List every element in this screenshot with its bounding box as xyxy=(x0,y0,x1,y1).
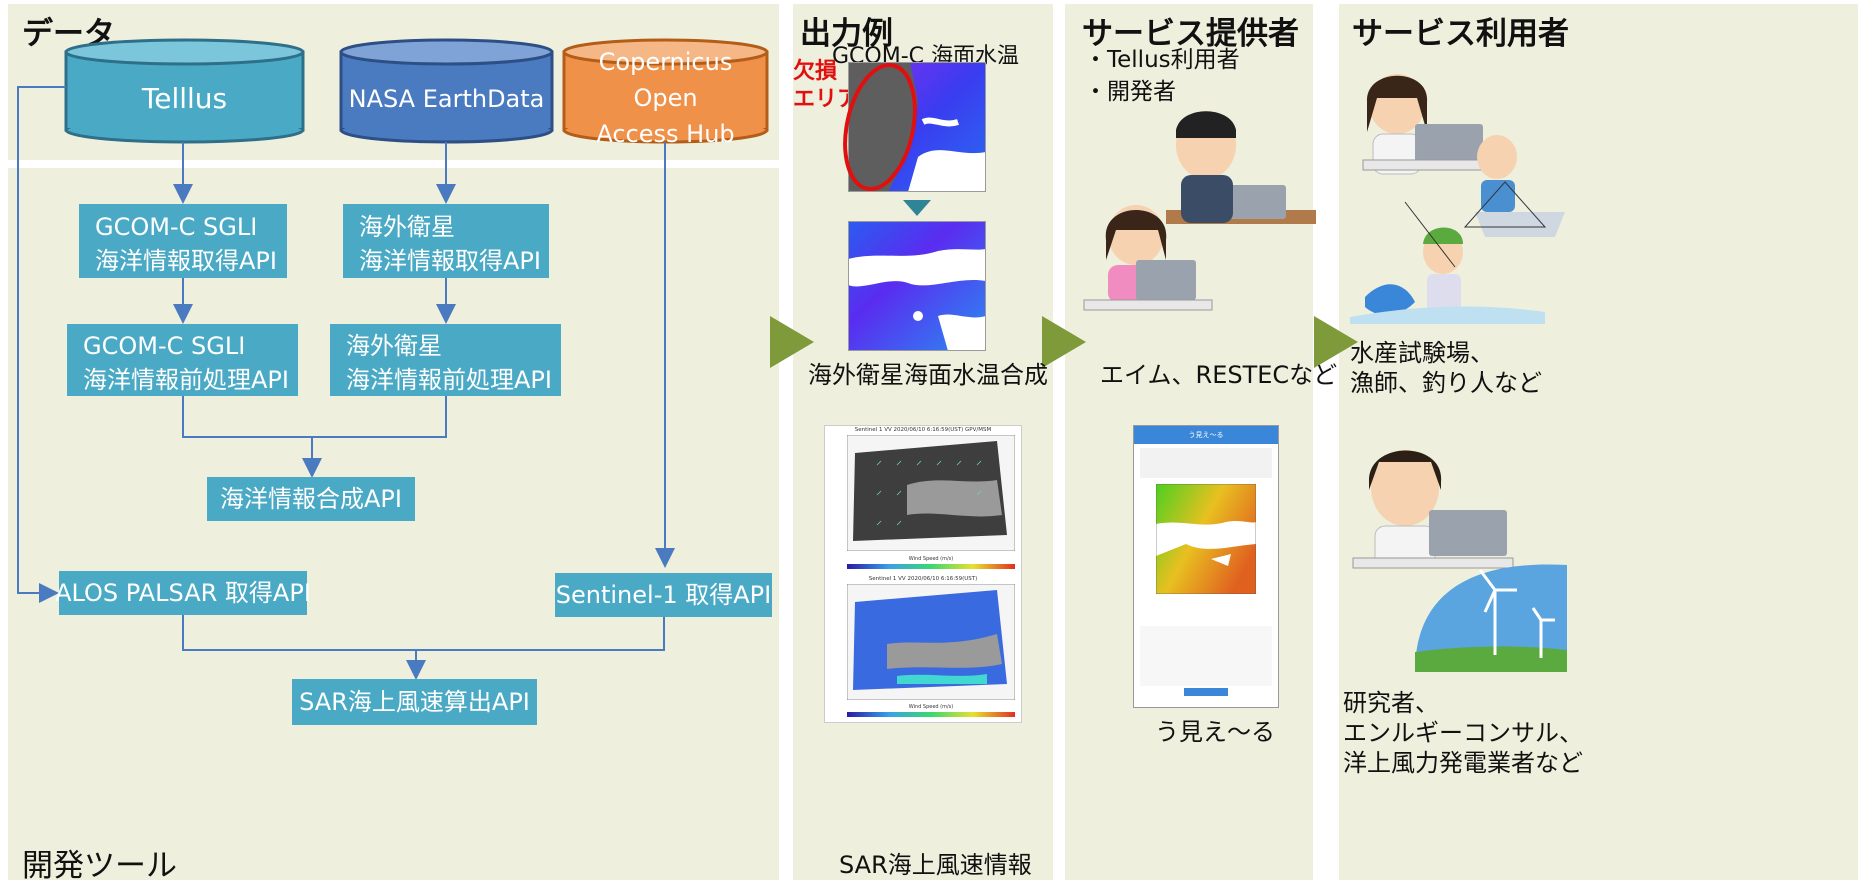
users-illustration-1 xyxy=(1350,74,1565,324)
provider-list: ・Tellus利用者 ・開発者 xyxy=(1084,44,1240,108)
synthesized-sst-map xyxy=(848,221,986,351)
foreign-pre-api-line2: 海洋情報前処理API xyxy=(346,366,552,394)
sar-wind-plots: Sentinel 1 VV 2020/06/10 6:16:59(UST) GP… xyxy=(824,425,1022,723)
users-group1-line2: 漁師、釣り人など xyxy=(1350,369,1542,397)
sar-plot1 xyxy=(847,435,1015,551)
tellus-database-icon xyxy=(64,38,305,144)
gcom-get-api-line2: 海洋情報取得API xyxy=(95,247,277,275)
gcom-pre-api-line2: 海洋情報前処理API xyxy=(83,366,289,394)
providers-illustration xyxy=(1083,111,1316,311)
colorbar-2 xyxy=(847,712,1015,717)
umieru-app-screenshot: う見え〜る xyxy=(1133,425,1279,708)
sentinel-1-api[interactable]: Sentinel-1 取得API xyxy=(555,573,772,617)
users-group2-caption: 研究者、 エンルギーコンサル、 洋上風力発電業者など xyxy=(1343,688,1583,778)
users-group2-line2: エンルギーコンサル、 xyxy=(1343,719,1583,747)
users-group2-line1: 研究者、 xyxy=(1343,689,1439,717)
foreign-pre-api[interactable]: 海外衛星 海洋情報前処理API xyxy=(330,324,561,396)
app-form xyxy=(1140,626,1272,686)
output-heading: 出力例 xyxy=(800,16,893,52)
sar-plot2-title: Sentinel 1 VV 2020/06/10 6:16:59(UST) xyxy=(868,576,978,582)
users-illustration-2 xyxy=(1352,450,1567,672)
users-group1-caption: 水産試験場、 漁師、釣り人など xyxy=(1350,338,1542,398)
copernicus-database-icon xyxy=(562,38,769,144)
app-sst-map xyxy=(1156,484,1256,594)
alos-palsar-api[interactable]: ALOS PALSAR 取得API xyxy=(55,571,311,615)
tools-panel xyxy=(8,168,779,880)
tools-heading: 開発ツール xyxy=(22,848,177,884)
sar-plot2 xyxy=(847,584,1015,700)
provider-item-dev: ・開発者 xyxy=(1084,79,1176,105)
sar-wind-speed-api[interactable]: SAR海上風速算出API xyxy=(292,679,537,725)
users-group1-line1: 水産試験場、 xyxy=(1350,339,1494,367)
providers-caption: エイム、RESTECなど xyxy=(1100,361,1338,389)
flow-arrow-3 xyxy=(1314,316,1358,368)
flow-arrow-1 xyxy=(770,316,814,368)
users-group2-line3: 洋上風力発電業者など xyxy=(1343,749,1583,777)
copernicus-source-label: Copernicus Open Access Hub xyxy=(564,48,767,148)
gcom-get-api-line1: GCOM-C SGLI xyxy=(95,213,258,241)
synth-caption: 海外衛星海面水温合成 xyxy=(808,361,1048,389)
sar-caption: SAR海上風速情報 xyxy=(839,851,1032,879)
foreign-get-api[interactable]: 海外衛星 海洋情報取得API xyxy=(343,204,549,278)
gcom-get-api[interactable]: GCOM-C SGLI 海洋情報取得API xyxy=(79,204,287,278)
foreign-get-api-line1: 海外衛星 xyxy=(359,213,455,241)
app-controls xyxy=(1140,448,1272,478)
flow-arrow-2 xyxy=(1042,316,1086,368)
colorbar-label-2: Wind Speed (m/s) xyxy=(908,704,954,710)
gcom-pre-api-line1: GCOM-C SGLI xyxy=(83,332,246,360)
app-title-bar: う見え〜る xyxy=(1134,426,1278,444)
users-heading: サービス利用者 xyxy=(1352,16,1569,52)
copernicus-label-line1: Copernicus Open xyxy=(598,48,733,112)
colorbar-label-1: Wind Speed (m/s) xyxy=(908,556,954,562)
app-caption: う見え〜る xyxy=(1155,718,1275,746)
tellus-source-label: Telllus xyxy=(141,82,228,115)
copernicus-label-line2: Access Hub xyxy=(596,120,735,148)
gcom-sst-map xyxy=(848,62,986,192)
app-button xyxy=(1184,688,1228,696)
nasa-source-label: NASA EarthData xyxy=(348,85,545,113)
providers-heading: サービス提供者 xyxy=(1082,16,1299,52)
foreign-get-api-line2: 海洋情報取得API xyxy=(359,247,541,275)
foreign-pre-api-line1: 海外衛星 xyxy=(346,332,442,360)
provider-item-tellus: ・Tellus利用者 xyxy=(1084,47,1240,73)
sar-plot1-title: Sentinel 1 VV 2020/06/10 6:16:59(UST) GP… xyxy=(854,427,992,433)
gcom-pre-api[interactable]: GCOM-C SGLI 海洋情報前処理API xyxy=(67,324,298,396)
colorbar-1 xyxy=(847,564,1015,569)
synthesis-api[interactable]: 海洋情報合成API xyxy=(207,477,415,521)
missing-label-line1: 欠損 xyxy=(793,59,838,84)
